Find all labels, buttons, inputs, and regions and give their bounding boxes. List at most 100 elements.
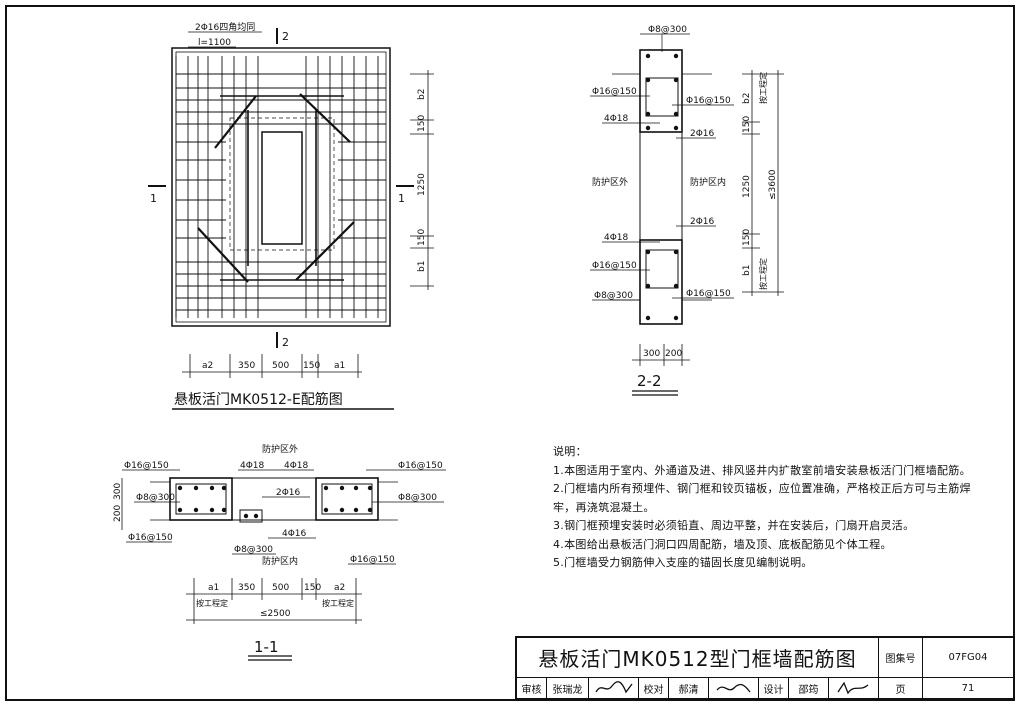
section-mark-1-left: 1 — [150, 192, 157, 205]
dim-b2: b2 — [417, 89, 427, 100]
s11-project-note: 按工程定 — [322, 598, 354, 608]
rebar-dot — [209, 507, 215, 513]
rebar-dot — [221, 507, 227, 513]
rebar-dot — [243, 513, 249, 519]
rebar-dot — [645, 53, 651, 59]
s22-left-label: Φ16@150 — [592, 261, 637, 271]
dim-350: 350 — [238, 361, 255, 371]
s22-project-note: 按工程定 — [758, 72, 768, 104]
bar-note: 2Φ16四角均同 — [195, 21, 255, 33]
s11-left-label: Φ8@300 — [136, 493, 175, 503]
s22-left-label: Φ16@150 — [592, 87, 637, 97]
section-mark-2-top: 2 — [282, 30, 289, 43]
s11-left-dim: 200 — [113, 505, 123, 522]
checker-signature — [709, 678, 759, 698]
rebar-dot — [645, 315, 651, 321]
s11-left-dim: 300 — [113, 483, 123, 500]
s22-inner-side: 防护区内 — [690, 176, 726, 188]
s22-total: ≤3600 — [768, 169, 778, 200]
atlas-number: 07FG04 — [923, 638, 1013, 678]
page-label: 页 — [879, 678, 923, 698]
s22-caption: 2-2 — [637, 372, 662, 390]
reviewer-name: 张瑞龙 — [547, 678, 589, 698]
rebar-dot — [193, 507, 199, 513]
bar-length: l=1100 — [198, 38, 231, 48]
rebar-dot — [645, 111, 651, 117]
diagonal-bar — [299, 93, 351, 143]
s11-total: ≤2500 — [260, 609, 291, 619]
s11-dim: a2 — [334, 583, 345, 593]
note-item: 2.门框墙内所有预埋件、钢门框和铰页锚板，应位置准确，严格校正后方可与主筋焊 — [553, 482, 971, 495]
dim-b1: b1 — [417, 261, 427, 272]
wall-outline — [171, 47, 391, 327]
s11-mid-label: 2Φ16 — [276, 488, 301, 498]
designer-name: 邵筠 — [789, 678, 829, 698]
checker-name: 郝清 — [669, 678, 709, 698]
rebar-dot — [367, 485, 373, 491]
s11-dim: a1 — [208, 583, 219, 593]
rebar-dot — [339, 485, 345, 491]
rebar-dot — [645, 77, 651, 83]
s11-dim: 500 — [272, 583, 289, 593]
drawing-title: 悬板活门MK0512型门框墙配筋图 — [517, 638, 879, 678]
s22-left-label: 4Φ18 — [604, 233, 629, 243]
s22-right-label: 2Φ16 — [690, 129, 715, 139]
diagonal-bar — [197, 227, 249, 283]
rebar-dot — [221, 485, 227, 491]
s22-dim: b1 — [742, 265, 752, 276]
rebar-dot — [673, 249, 679, 255]
notes-heading: 说明： — [553, 445, 587, 458]
rebar-dot — [353, 507, 359, 513]
s11-caption: 1-1 — [254, 638, 279, 656]
s11-outer-side: 防护区外 — [262, 443, 298, 455]
rebar-dot — [177, 507, 183, 513]
rebar-dot — [323, 507, 329, 513]
section-1-1: 防护区外 防护区内 4Φ18 4Φ18 Φ16@150 Φ8@300 Φ16@1… — [113, 443, 446, 661]
note-item: 4.本图给出悬板活门洞口四周配筋，墙及顶、底板配筋见个体工程。 — [553, 537, 892, 551]
title-block: 悬板活门MK0512型门框墙配筋图 图集号 07FG04 审核 张瑞龙 校对 郝… — [515, 636, 1015, 700]
diagonal-bar — [295, 221, 355, 281]
s22-bottom-dim: 300 — [643, 349, 660, 359]
s11-mid-label: Φ8@300 — [234, 545, 273, 555]
s11-inner-side: 防护区内 — [262, 555, 298, 567]
s11-left-label: Φ16@150 — [128, 533, 173, 543]
notes: 说明： 1.本图适用于室内、外通道及进、排风竖井内扩散室前墙安装悬板活门门框墙配… — [553, 443, 973, 573]
note-item: 1.本图适用于室内、外通道及进、排风竖井内扩散室前墙安装悬板活门门框墙配筋。 — [553, 463, 971, 477]
reviewer-signature — [589, 678, 639, 698]
s11-dim: 350 — [238, 583, 255, 593]
s22-left-label: 4Φ18 — [604, 114, 629, 124]
page-number: 71 — [961, 682, 975, 694]
note-item: 3.钢门框预埋安装时必须铅直、周边平整，并在安装后，门扇开启灵活。 — [553, 519, 915, 532]
dim-a1: a1 — [334, 361, 345, 371]
s22-bottom-dim: 200 — [665, 349, 682, 359]
s22-outer-side: 防护区外 — [592, 176, 628, 188]
s11-dim: 150 — [304, 583, 321, 593]
rebar-dot — [193, 485, 199, 491]
rebar-dot — [673, 125, 679, 131]
s22-dim: 1250 — [742, 175, 752, 198]
dim-150: 150 — [417, 229, 427, 246]
s22-left-label: Φ8@300 — [594, 291, 633, 301]
review-label: 审核 — [517, 678, 547, 698]
rebar-dot — [353, 485, 359, 491]
rebar-dot — [177, 485, 183, 491]
rebar-dot — [673, 315, 679, 321]
rebar-dot — [673, 283, 679, 289]
s22-right-label: Φ16@150 — [686, 289, 731, 299]
rebar-dot — [323, 485, 329, 491]
s22-project-note: 按工程定 — [758, 258, 768, 290]
sheet-border — [5, 5, 1015, 701]
rebar-dot — [673, 77, 679, 83]
rebar-dot — [209, 485, 215, 491]
s22-right-label: Φ16@150 — [686, 96, 731, 106]
plan-rebar-grid — [175, 56, 386, 318]
s22-dim: b2 — [742, 93, 752, 104]
s11-top-label: 4Φ18 — [284, 461, 309, 471]
rebar-dot — [339, 507, 345, 513]
s11-mid-label: 4Φ16 — [282, 529, 307, 539]
section-mark-1-right: 1 — [398, 192, 405, 205]
note-item: 牢，再浇筑混凝土。 — [553, 500, 655, 514]
s11-right-label: Φ16@150 — [350, 555, 395, 565]
rebar-dot — [645, 125, 651, 131]
s11-right-label: Φ8@300 — [398, 493, 437, 503]
